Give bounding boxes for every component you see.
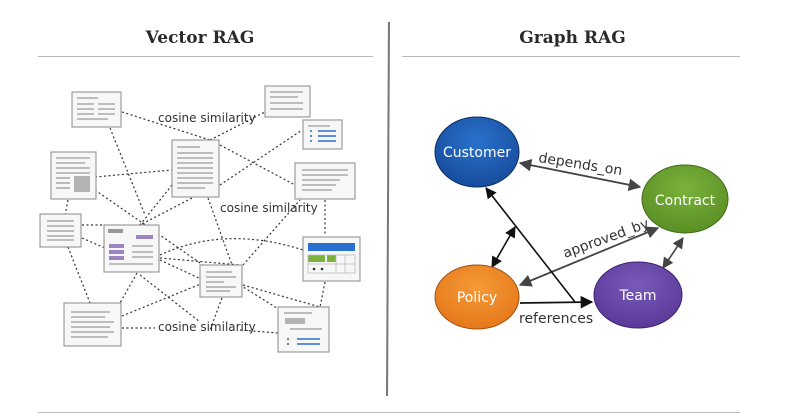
document-card: [71, 91, 122, 128]
depends-on-label: depends_on: [537, 150, 623, 179]
link: [94, 169, 173, 178]
link: [109, 127, 146, 216]
node-contract-label: Contract: [655, 193, 716, 209]
link: [219, 129, 303, 186]
link: [209, 297, 223, 331]
link: [159, 257, 241, 266]
cosine-similarity-label: cosine similarity: [220, 201, 318, 215]
approved-by-label: approved_by: [561, 216, 651, 262]
graph-title-rule: [402, 56, 740, 57]
edge-references: [519, 295, 594, 309]
link: [139, 184, 173, 226]
link: [159, 238, 304, 256]
document-card: [171, 139, 220, 198]
link: [239, 284, 281, 311]
document-card: [302, 236, 361, 282]
link: [119, 272, 138, 304]
document-card: [39, 213, 82, 248]
link: [81, 237, 106, 249]
vector-title-rule: [38, 56, 373, 57]
link: [207, 197, 233, 266]
node-policy[interactable]: Policy: [434, 264, 520, 330]
link: [139, 195, 197, 226]
edge-policy-customer: [491, 226, 516, 268]
references-label: references: [519, 311, 593, 327]
edge-depends-on: [518, 159, 642, 191]
link: [94, 189, 204, 266]
link: [121, 111, 211, 141]
link: [209, 111, 266, 141]
cosine-similarity-label: cosine similarity: [158, 111, 256, 125]
node-customer[interactable]: Customer: [434, 116, 520, 188]
vector-rag-title: Vector RAG: [145, 28, 255, 48]
edge-approved-by: [518, 226, 660, 287]
graph-rag-title: Graph RAG: [519, 28, 626, 48]
document-card: [50, 151, 97, 200]
link: [242, 199, 301, 266]
document-card: [103, 224, 160, 273]
node-policy-label: Policy: [457, 290, 497, 306]
edge-team-contract: [662, 237, 684, 269]
cosine-similarity-label: cosine similarity: [158, 320, 256, 334]
link: [239, 329, 279, 334]
document-card: [63, 302, 122, 347]
link: [139, 274, 201, 323]
link: [219, 144, 296, 186]
link: [319, 281, 326, 308]
link: [121, 282, 204, 317]
node-team[interactable]: Team: [593, 261, 683, 329]
edge-team-customer: [485, 187, 576, 303]
document-card: [277, 306, 330, 353]
bottom-rule: [38, 412, 740, 413]
document-card: [264, 85, 311, 118]
document-card: [294, 162, 356, 200]
similarity-links: [64, 111, 326, 334]
node-team-label: Team: [618, 288, 656, 304]
node-customer-label: Customer: [443, 145, 511, 161]
link: [64, 199, 69, 216]
node-contract[interactable]: Contract: [641, 164, 729, 234]
link: [242, 284, 321, 308]
link: [159, 259, 204, 281]
document-card: [302, 119, 343, 150]
link: [67, 246, 91, 304]
document-card: [199, 264, 243, 298]
vector-rag-diagram: cosine similarity cosine similarity cosi…: [39, 85, 361, 353]
